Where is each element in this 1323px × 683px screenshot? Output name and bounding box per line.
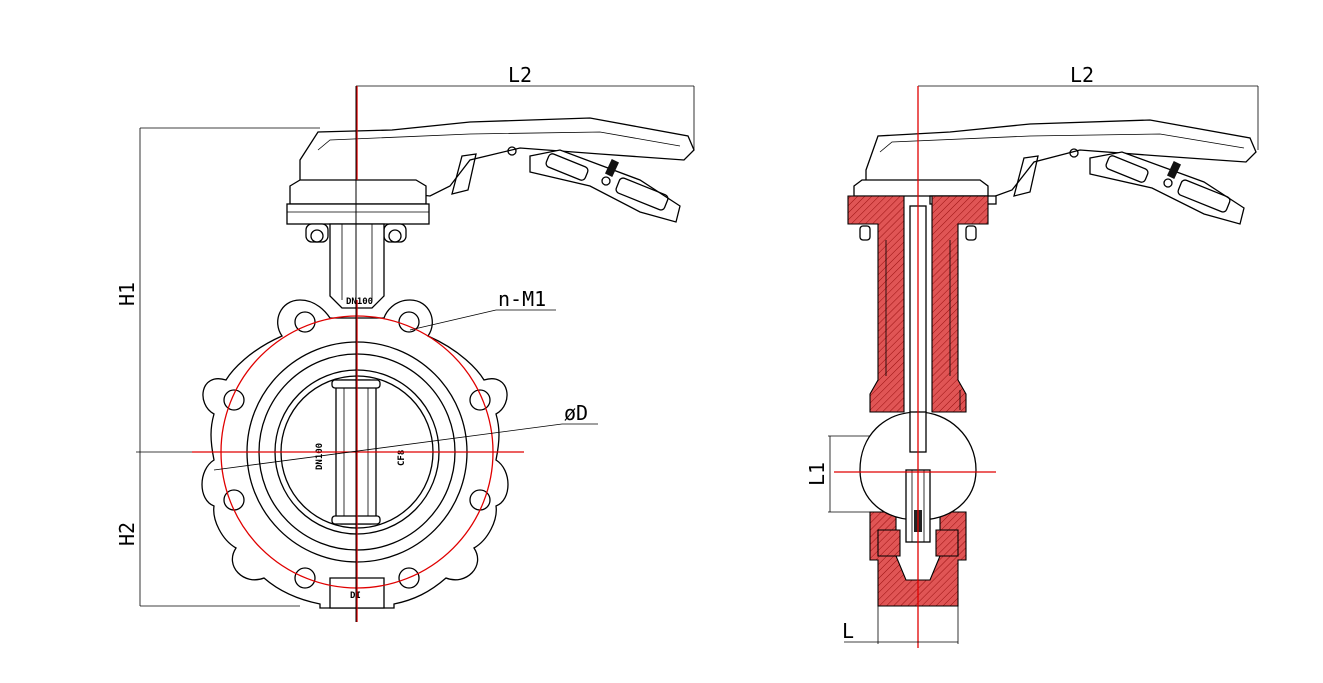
- front-centerlines: [192, 86, 524, 622]
- side-l-label: L: [842, 619, 854, 643]
- side-l1-label: L1: [805, 462, 829, 486]
- front-h2-label: H2: [115, 522, 139, 546]
- front-disc-mark-left: DN100: [315, 443, 325, 470]
- front-handle: [299, 117, 695, 223]
- front-pcd-label: øD: [564, 401, 588, 425]
- side-bottom-dimensions: L1 L: [805, 435, 959, 644]
- front-bottom-mark: DI: [350, 591, 361, 601]
- front-disc-mark-right: CF8: [397, 450, 407, 466]
- side-section-body: [847, 195, 989, 607]
- side-centerlines: [834, 86, 996, 648]
- side-l2-dimension: L2: [918, 63, 1259, 150]
- front-neck-mark: DN100: [346, 297, 373, 307]
- side-view: L2: [805, 63, 1259, 648]
- front-l2-dimension: L2: [356, 63, 695, 150]
- front-view: L2 H1 H2: [115, 63, 695, 622]
- front-height-dimensions: H1 H2: [115, 127, 350, 607]
- front-neck: DN100: [329, 223, 385, 309]
- front-l2-label: L2: [508, 63, 532, 87]
- front-leaders: n-M1 øD: [213, 287, 598, 471]
- front-h1-label: H1: [115, 282, 139, 306]
- side-l2-label: L2: [1070, 63, 1094, 87]
- front-holes-label: n-M1: [498, 287, 546, 311]
- side-handle: [853, 119, 1257, 225]
